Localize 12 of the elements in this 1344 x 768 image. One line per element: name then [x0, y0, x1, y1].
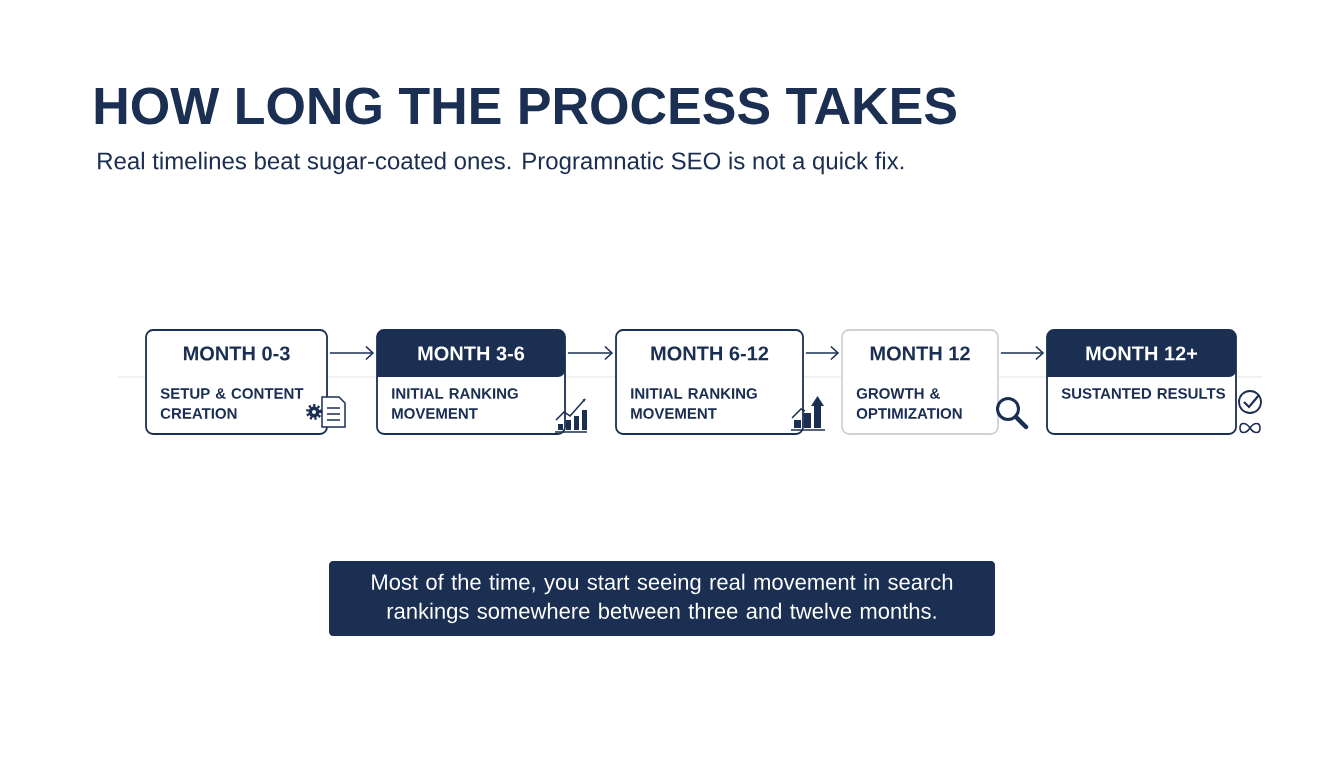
timeline-card: MONTH 3-6 INITIAL RANKING MOVEMENT: [376, 329, 566, 435]
arrow: [567, 345, 614, 361]
note-banner: Most of the time, you start seeing real movement in search rankings somewhere between three and twelve months.: [329, 561, 995, 636]
arrow: [1000, 345, 1045, 361]
subtitle: Real timelines beat sugar-coated ones. Programnatic SEO is not a quick fix.: [98, 151, 904, 175]
timeline-card: MONTH 12 GROWTH & OPTIMIZATION: [841, 329, 999, 435]
arrow: [329, 345, 375, 361]
timeline-card: MONTH 0-3 SETUP & CONTENT CREATION: [145, 329, 328, 435]
timeline-card: MONTH 6-12 INITIAL RANKING MOVEMENT: [615, 329, 804, 435]
timeline-card: MONTH 12+ SUSTANTED RESULTS: [1046, 329, 1237, 435]
title: HOW LONG THE PROCESS TAKES: [95, 87, 956, 125]
arrow: [805, 345, 840, 361]
